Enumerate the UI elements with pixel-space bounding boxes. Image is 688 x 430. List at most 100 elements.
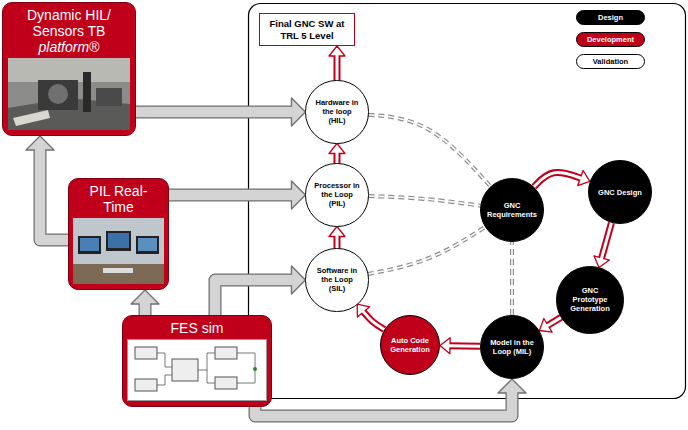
arrow-shaft-fill (511, 242, 513, 315)
photo-panel: PIL Real-Time (68, 178, 169, 290)
node-label: FES sim (171, 320, 224, 336)
development-arrow (440, 338, 480, 354)
photo-ground (8, 58, 130, 130)
data-flow-arrow (169, 181, 305, 209)
arrow-shaft-fill (40, 149, 68, 241)
arrow-head (291, 181, 305, 209)
arrow-head (498, 379, 526, 393)
trace-link (512, 242, 513, 315)
arrow-shaft-fill (335, 55, 338, 81)
arrow-head (131, 290, 159, 304)
photo-screen (80, 238, 99, 251)
development-arrow (329, 144, 345, 164)
arrow-shaft-outline (368, 196, 480, 206)
node-label: Processor in the Loop (PIL) (313, 181, 361, 208)
node-label: platform® (39, 39, 100, 55)
photo-monitor (136, 236, 159, 254)
node-label: PIL Real-Time (79, 183, 159, 215)
legend-label: Development (587, 35, 634, 44)
arrow-shaft-fill (363, 311, 385, 330)
data-flow-arrow (26, 136, 68, 240)
development-arrow (357, 304, 384, 329)
arrow-shaft-fill (601, 223, 611, 260)
trace-link (368, 196, 480, 206)
arrow-shaft-fill (335, 235, 338, 248)
trace-link (368, 227, 485, 274)
photo-machine (38, 80, 78, 110)
node-label: Model in the Loop (MIL) (486, 338, 537, 356)
test-bench-photo (8, 58, 130, 130)
arrow-shaft-fill (215, 280, 293, 315)
design-circle: Model in the Loop (MIL) (480, 315, 544, 379)
photo-gimbal (48, 84, 68, 104)
validation-circle: Software in the Loop (SIL) (305, 248, 368, 311)
schematic-block (215, 377, 237, 389)
validation-circle: Processor in the Loop (PIL) (305, 163, 368, 226)
photo-sensor (96, 88, 122, 106)
photo-monitor (78, 236, 101, 254)
result-box: Final GNC SW at TRL 5 Level (259, 13, 355, 46)
photo-arm (83, 72, 91, 112)
photo-keyboard (103, 268, 133, 273)
data-flow-arrow (215, 266, 305, 315)
data-flow-arrow (255, 379, 526, 416)
photo-desk (73, 264, 164, 284)
design-circle: GNC Prototype Generation (556, 266, 623, 333)
node-label: GNC Design (598, 188, 642, 197)
trace-link (368, 115, 490, 187)
development-arrow (329, 46, 345, 80)
arrow-shaft-fill (368, 115, 490, 187)
arrow-shaft-outline (368, 227, 485, 274)
lab-photo (73, 218, 164, 284)
development-arrow (539, 317, 561, 332)
design-circle: GNC Requirements (480, 178, 544, 242)
photo-monitor (106, 231, 131, 251)
arrow-shaft-fill (335, 152, 338, 163)
validation-circle: Hardware in the loop (HIL) (305, 80, 368, 143)
arrow-shaft-fill (448, 344, 480, 348)
node-label: Hardware in the loop (HIL) (313, 98, 361, 125)
arrow-head (26, 136, 54, 150)
arrow-shaft-fill (547, 317, 561, 326)
schematic-block (172, 359, 198, 381)
photo-screen (138, 238, 157, 251)
data-flow-arrow (136, 98, 305, 126)
photo-panel: FES sim (122, 315, 272, 407)
arrow-shaft-outline (510, 242, 514, 315)
node-label: GNC Requirements (486, 201, 537, 219)
development-circle: Auto Code Generation (380, 315, 440, 375)
node-label: Dynamic HIL/ Sensors TB (8, 7, 130, 39)
node-label: GNC Prototype Generation (564, 286, 617, 313)
development-arrow (534, 170, 590, 186)
arrow-shaft-fill (255, 392, 512, 417)
arrow-head (291, 266, 305, 294)
node-label: Software in the Loop (SIL) (313, 266, 361, 293)
arrow-shaft-fill (534, 173, 582, 187)
arrow-shaft-fill (136, 107, 293, 118)
arrow-shaft-fill (368, 196, 480, 206)
photo-plate (13, 110, 50, 126)
development-arrow (329, 227, 345, 249)
legend-label: Validation (593, 57, 628, 66)
photo-panel: Dynamic HIL/ Sensors TBplatform® (2, 2, 136, 136)
schematic-block (215, 347, 237, 359)
legend-swatch: Development (576, 32, 645, 47)
gnc-loop-frame (249, 4, 686, 399)
photo-ground (128, 340, 267, 401)
legend-swatch: Design (576, 10, 645, 25)
legend-swatch: Validation (576, 54, 645, 69)
photo-ground (73, 218, 164, 284)
photo-wall (8, 58, 130, 82)
schematic-block (135, 379, 157, 391)
schematic-block (135, 347, 157, 359)
design-circle: GNC Design (588, 160, 652, 224)
data-flow-arrow (131, 290, 159, 315)
arrow-shaft-fill (368, 227, 485, 274)
arrow-shaft-outline (368, 115, 490, 187)
node-label: Final GNC SW at TRL 5 Level (269, 18, 345, 41)
node-label: Auto Code Generation (386, 336, 434, 354)
photo-screen (108, 233, 129, 248)
arrow-head (291, 98, 305, 126)
arrow-shaft-fill (169, 190, 293, 201)
